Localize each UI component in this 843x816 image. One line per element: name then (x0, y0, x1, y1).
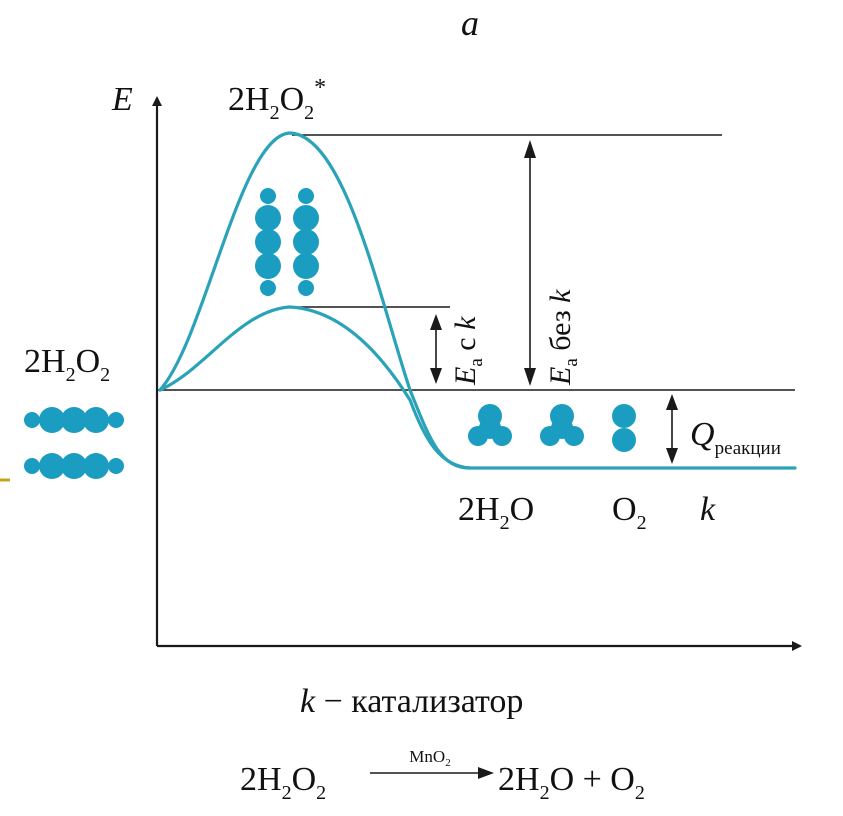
water-molecule-icon (468, 404, 512, 446)
reactant-molecules-icon (24, 407, 124, 479)
product-oxygen-label: O2 (612, 491, 647, 534)
svg-text:MnO2: MnO2 (409, 747, 450, 769)
reaction-heat-label: Qреакции (690, 416, 781, 459)
ea-with-catalyst-label: Ea с k (449, 316, 487, 386)
activation-energy-with-catalyst-arrow (430, 314, 442, 384)
svg-text:2H2O + O2: 2H2O + O2 (498, 761, 645, 804)
oxygen-molecule-icon (612, 404, 636, 452)
uncatalyzed-curve (158, 131, 797, 470)
product-water-label: 2H2O (458, 491, 534, 534)
catalyzed-curve (158, 305, 472, 470)
svg-text:2H2O2: 2H2O2 (240, 761, 326, 804)
panel-label: a (461, 3, 479, 43)
activation-energy-without-catalyst-arrow (524, 140, 536, 386)
reaction-heat-arrow (666, 394, 678, 464)
ea-without-catalyst-label: Ea без k (544, 289, 582, 386)
reaction-equation: 2H2O2 MnO2 2H2O + O2 (240, 747, 645, 804)
transition-state-molecules-icon (255, 188, 319, 296)
reactant-label: 2H2O2 (24, 343, 110, 386)
product-catalyst-label: k (700, 491, 716, 528)
transition-state-label: 2H2O2* (228, 75, 326, 124)
water-molecule-icon (540, 404, 584, 446)
y-axis-label: E (111, 81, 133, 118)
catalyst-legend: k − катализатор (300, 683, 523, 720)
